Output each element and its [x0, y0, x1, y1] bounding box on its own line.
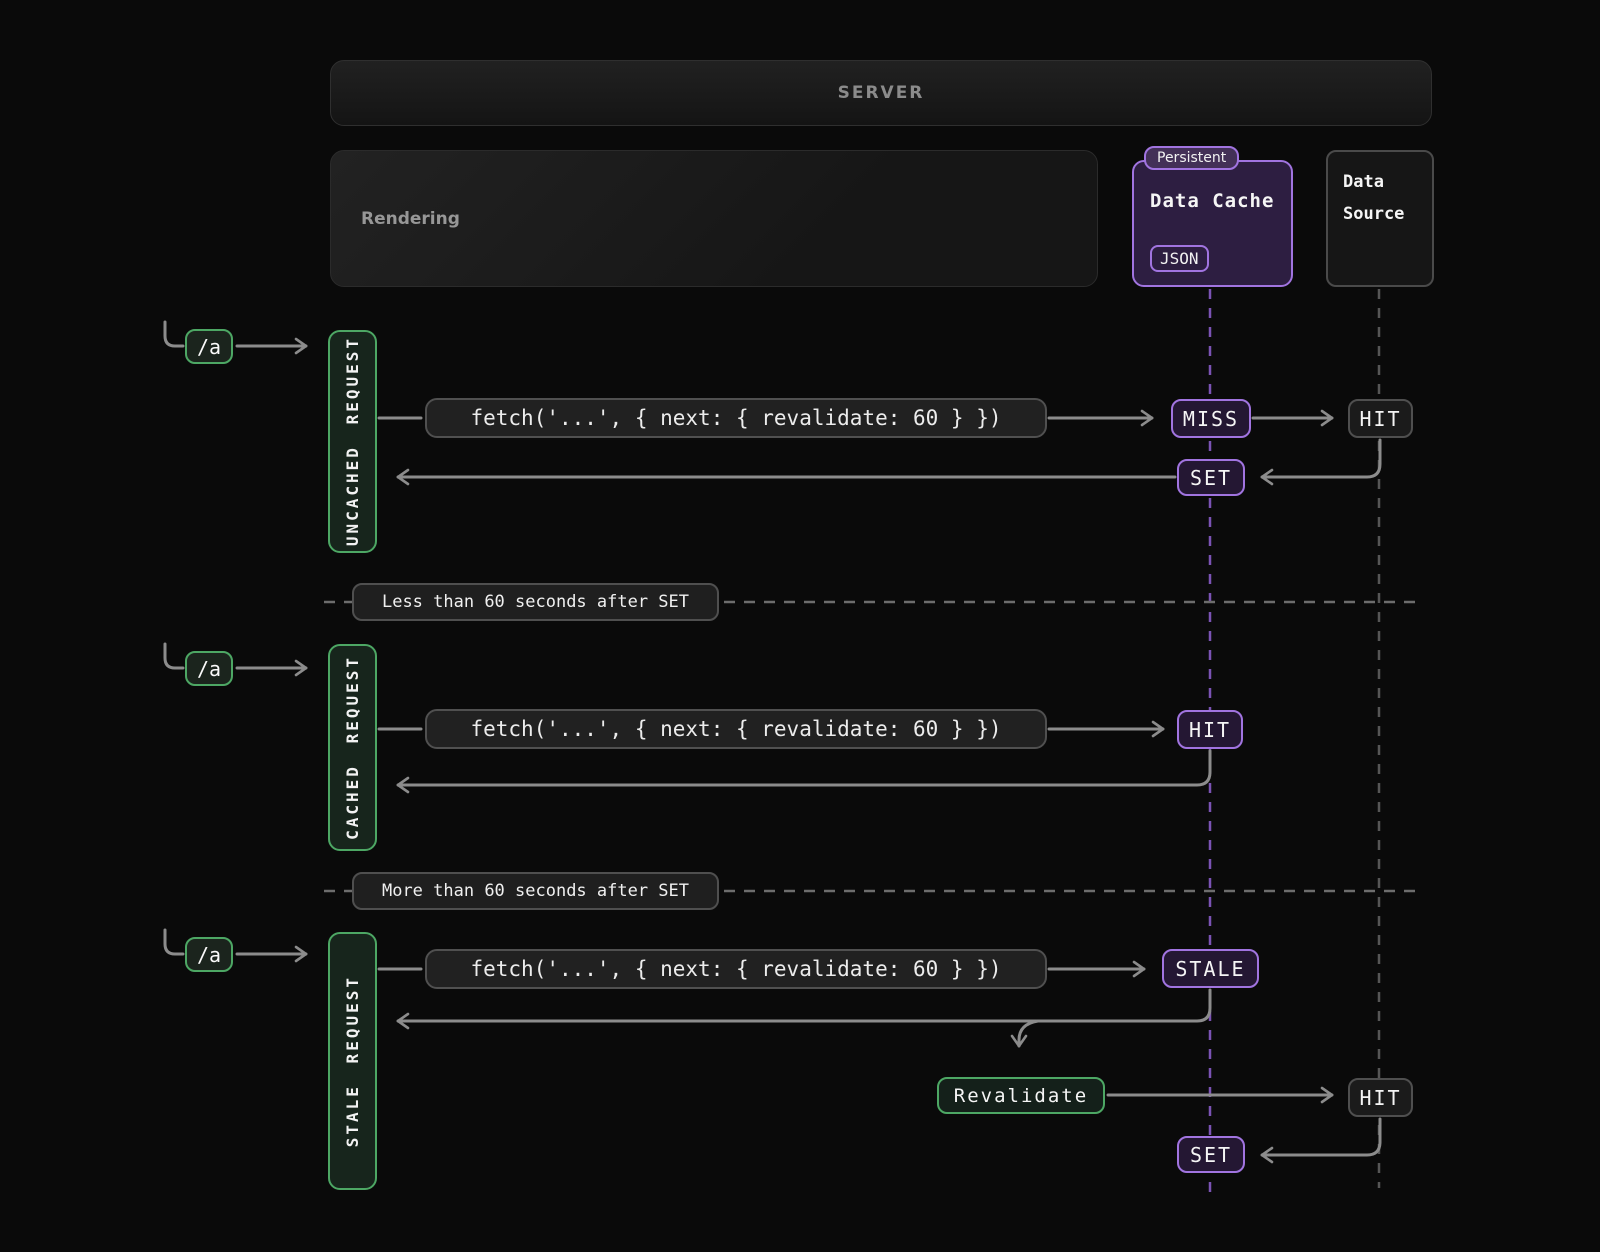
- fetch-box-stale: fetch('...', { next: { revalidate: 60 } …: [425, 949, 1047, 989]
- cache-hit-badge-row2: HIT: [1177, 710, 1243, 749]
- route-label: /a: [196, 334, 222, 359]
- set-badge-row3: SET: [1177, 1136, 1245, 1173]
- separator-label: More than 60 seconds after SET: [381, 881, 690, 901]
- lane-bar-cached-request: CACHED REQUEST: [328, 644, 377, 851]
- separator-pill-1: Less than 60 seconds after SET: [352, 583, 719, 621]
- rendering-label: Rendering: [361, 208, 460, 229]
- source-hit-badge-row1: HIT: [1348, 399, 1413, 438]
- set-badge-row1: SET: [1177, 459, 1245, 496]
- hit-label: HIT: [1188, 717, 1232, 742]
- lane-label: UNCACHED REQUEST: [343, 336, 362, 547]
- miss-label: MISS: [1182, 406, 1240, 431]
- route-label: /a: [196, 942, 222, 967]
- wires-uncached-request: [163, 320, 1382, 486]
- miss-badge: MISS: [1171, 399, 1251, 438]
- separator-pill-2: More than 60 seconds after SET: [352, 872, 719, 910]
- set-label: SET: [1189, 1142, 1233, 1167]
- fetch-code: fetch('...', { next: { revalidate: 60 } …: [470, 406, 1002, 430]
- rendering-box: Rendering: [330, 150, 1098, 287]
- route-badge-cached: /a: [185, 651, 233, 686]
- lane-label: STALE REQUEST: [343, 974, 362, 1148]
- route-badge-uncached: /a: [185, 329, 233, 364]
- fetch-box-uncached: fetch('...', { next: { revalidate: 60 } …: [425, 398, 1047, 438]
- revalidate-badge: Revalidate: [937, 1077, 1105, 1114]
- data-cache-box: Persistent Data Cache JSON: [1132, 146, 1293, 287]
- source-hit-badge-row3: HIT: [1348, 1078, 1413, 1117]
- revalidate-label: Revalidate: [953, 1084, 1089, 1107]
- fetch-code: fetch('...', { next: { revalidate: 60 } …: [470, 957, 1002, 981]
- data-source-box: Data Source: [1326, 150, 1434, 287]
- hit-label: HIT: [1359, 1085, 1402, 1110]
- lane-bar-uncached-request: UNCACHED REQUEST: [328, 330, 377, 553]
- server-label: SERVER: [837, 83, 925, 103]
- fetch-code: fetch('...', { next: { revalidate: 60 } …: [470, 717, 1002, 741]
- route-badge-stale: /a: [185, 937, 233, 972]
- separator-label: Less than 60 seconds after SET: [381, 592, 690, 612]
- lane-bar-stale-request: STALE REQUEST: [328, 932, 377, 1190]
- hit-label: HIT: [1359, 406, 1402, 431]
- persistent-badge: Persistent: [1144, 146, 1240, 170]
- lane-label: CACHED REQUEST: [343, 655, 362, 840]
- wires-cached-request: [163, 642, 1212, 794]
- data-source-label: Data Source: [1343, 172, 1405, 225]
- stale-badge: STALE: [1162, 949, 1259, 988]
- stale-label: STALE: [1175, 956, 1246, 981]
- data-cache-label: Data Cache: [1150, 190, 1275, 212]
- fetch-box-cached: fetch('...', { next: { revalidate: 60 } …: [425, 709, 1047, 749]
- json-badge: JSON: [1150, 245, 1209, 272]
- route-label: /a: [196, 656, 222, 681]
- server-bar: SERVER: [330, 60, 1432, 126]
- wires-stale-request: [163, 928, 1382, 1164]
- set-label: SET: [1189, 465, 1233, 490]
